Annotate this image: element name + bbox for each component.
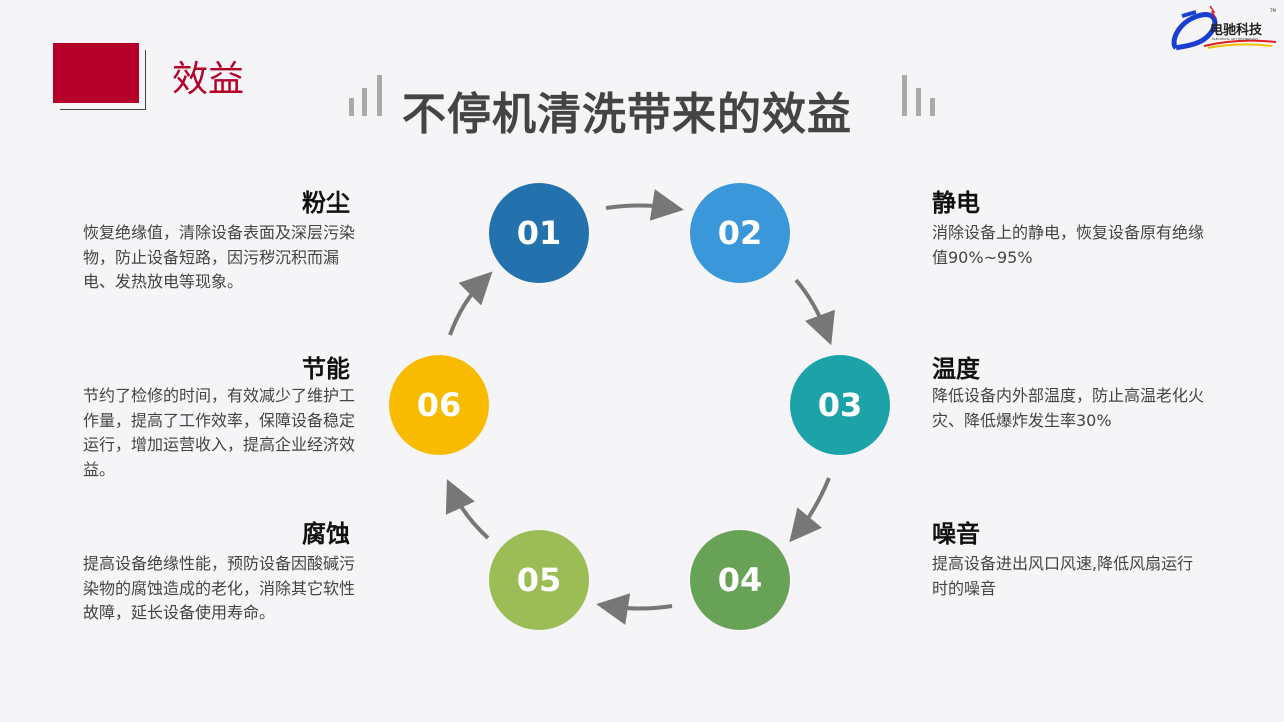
step-title-03: 温度 [932, 355, 980, 383]
arrow-05-06 [445, 479, 490, 540]
step-text-05: 提高设备绝缘性能，预防设备因酸碱污染物的腐蚀造成的老化，消除其它软性故障，延长设… [83, 554, 356, 622]
arrow-03-04 [789, 477, 831, 543]
title-deco-bar [349, 98, 354, 116]
step-circle-03: 03 [790, 355, 890, 455]
company-logo: 电驰科技 ELECTRICAL GIH TECHNOLOGY TM [1168, 2, 1280, 54]
step-title-06: 节能 [302, 355, 350, 383]
step-circle-02: 02 [690, 183, 790, 283]
step-circle-01: 01 [489, 183, 589, 283]
step-text-04: 提高设备进出风口风速,降低风扇运行时的噪音 [932, 554, 1194, 598]
title-deco-bar [930, 98, 935, 116]
title-deco-bar [916, 88, 921, 116]
page-title: 不停机清洗带来的效益 [402, 89, 852, 140]
step-text-06: 节约了检修的时间，有效减少了维护工作量，提高了工作效率，保障设备稳定运行，增加运… [83, 386, 356, 479]
step-text-01: 恢复绝缘值，清除设备表面及深层污染物，防止设备短路，因污秽沉积而漏电、发热放电等… [83, 223, 356, 291]
title-deco-bar [377, 75, 382, 116]
title-deco-bar [902, 75, 907, 116]
step-circle-04: 04 [690, 530, 790, 630]
title-deco-bar [362, 88, 367, 116]
step-circle-06: 06 [389, 355, 489, 455]
step-title-02: 静电 [932, 189, 980, 217]
step-circle-05: 05 [489, 530, 589, 630]
logo-text: 电驰科技 [1210, 22, 1263, 38]
step-title-01: 粉尘 [302, 189, 350, 217]
step-title-04: 噪音 [932, 520, 980, 548]
step-text-02: 消除设备上的静电，恢复设备原有绝缘值90%~95% [932, 223, 1205, 267]
section-box [53, 43, 139, 103]
arrow-04-05 [596, 593, 673, 625]
section-box-shadow [60, 50, 146, 110]
svg-text:TM: TM [1269, 8, 1276, 13]
step-text-03: 降低设备内外部温度，防止高温老化火灾、降低爆炸发生率30% [932, 386, 1205, 430]
section-label: 效益 [172, 59, 245, 100]
arrow-02-03 [794, 278, 835, 346]
arrow-01-02 [605, 189, 684, 221]
svg-text:ELECTRICAL GIH TECHNOLOGY: ELECTRICAL GIH TECHNOLOGY [1212, 37, 1258, 41]
step-title-05: 腐蚀 [302, 520, 350, 548]
arrow-06-01 [448, 271, 493, 336]
